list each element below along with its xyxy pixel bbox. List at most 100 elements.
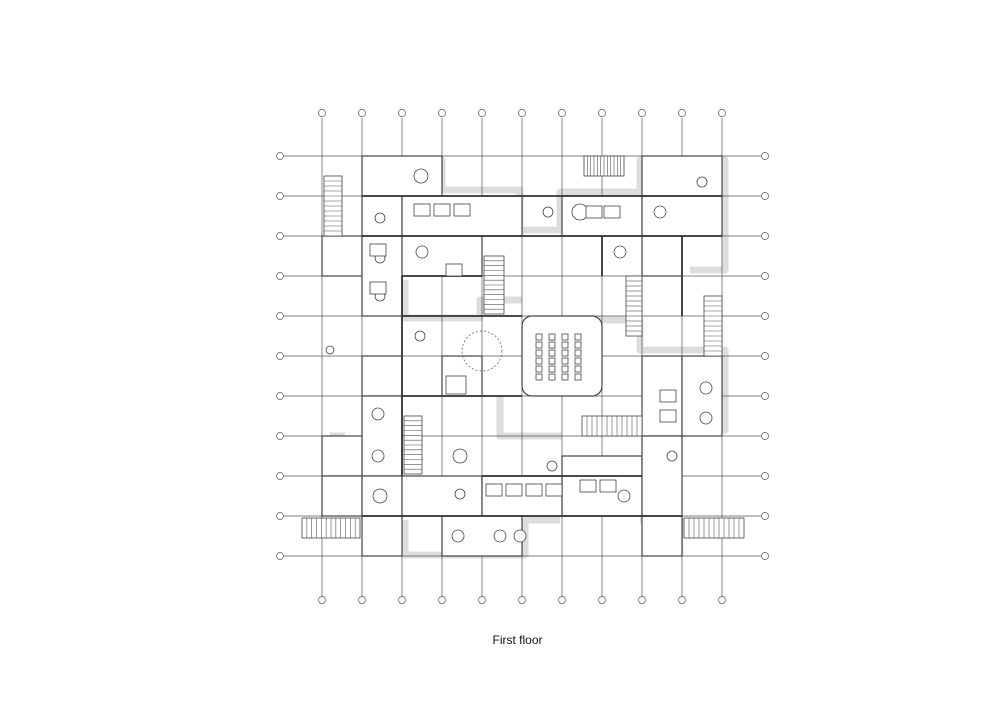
- auditorium-seat: [561, 365, 569, 373]
- desk: [505, 483, 523, 497]
- auditorium-seat: [535, 349, 543, 357]
- grid-marker: [761, 432, 769, 440]
- round-table: [617, 489, 631, 503]
- round-table: [699, 411, 713, 425]
- auditorium-seat: [548, 349, 556, 357]
- desk: [445, 263, 463, 277]
- staircase: [683, 517, 745, 539]
- grid-marker: [761, 192, 769, 200]
- grid-marker: [761, 152, 769, 160]
- grid-marker: [276, 432, 284, 440]
- auditorium-seat: [574, 373, 582, 381]
- staircase: [301, 517, 361, 539]
- desk: [659, 389, 677, 403]
- auditorium-seat: [574, 341, 582, 349]
- desk: [433, 203, 451, 217]
- round-table: [542, 206, 554, 218]
- grid-marker: [478, 596, 486, 604]
- grid-marker: [276, 552, 284, 560]
- grid-marker: [761, 512, 769, 520]
- grid-marker: [638, 596, 646, 604]
- grid-marker: [318, 596, 326, 604]
- auditorium-seat: [561, 349, 569, 357]
- desk: [369, 281, 387, 295]
- auditorium-seat: [574, 333, 582, 341]
- grid-marker: [398, 109, 406, 117]
- round-table: [452, 448, 468, 464]
- auditorium-seat: [535, 333, 543, 341]
- square-table: [445, 375, 467, 395]
- round-table: [493, 529, 507, 543]
- desk: [413, 203, 431, 217]
- round-table: [451, 529, 465, 543]
- grid-marker: [276, 512, 284, 520]
- desk: [659, 409, 677, 423]
- staircase: [625, 275, 643, 337]
- desk: [525, 483, 543, 497]
- staircase: [703, 295, 723, 357]
- grid-marker: [761, 392, 769, 400]
- round-table: [613, 245, 627, 259]
- auditorium-seat: [548, 365, 556, 373]
- auditorium-seat: [548, 333, 556, 341]
- grid-marker: [518, 596, 526, 604]
- grid-marker: [276, 272, 284, 280]
- grid-marker: [558, 109, 566, 117]
- auditorium-seat: [561, 373, 569, 381]
- grid-marker: [358, 109, 366, 117]
- auditorium-seat: [535, 365, 543, 373]
- round-table: [666, 450, 678, 462]
- grid-marker: [276, 312, 284, 320]
- auditorium-seat: [535, 341, 543, 349]
- furniture: [325, 168, 713, 543]
- staircase: [581, 415, 643, 437]
- grid-marker: [678, 109, 686, 117]
- grid-marker: [276, 472, 284, 480]
- desk: [585, 205, 603, 219]
- round-table: [454, 488, 466, 500]
- desk: [579, 479, 597, 493]
- grid-marker: [598, 109, 606, 117]
- floor-plan-caption: First floor: [492, 633, 543, 647]
- round-table: [371, 407, 385, 421]
- desk: [545, 483, 563, 497]
- round-table: [374, 212, 386, 224]
- grid-marker: [718, 596, 726, 604]
- grid-marker: [761, 232, 769, 240]
- round-table: [571, 203, 589, 221]
- desk: [485, 483, 503, 497]
- grid-marker: [678, 596, 686, 604]
- auditorium-seat: [561, 333, 569, 341]
- grid-marker: [761, 552, 769, 560]
- grid-marker: [761, 352, 769, 360]
- round-table: [699, 381, 713, 395]
- staircase: [323, 175, 343, 237]
- desk: [369, 243, 387, 257]
- round-table: [413, 168, 429, 184]
- auditorium-seat: [574, 349, 582, 357]
- auditorium-seat: [548, 357, 556, 365]
- grid-marker: [638, 109, 646, 117]
- grid-marker: [358, 596, 366, 604]
- auditorium-seat: [561, 341, 569, 349]
- round-table: [372, 488, 388, 504]
- grid-marker: [558, 596, 566, 604]
- grid-marker: [276, 192, 284, 200]
- grid-marker: [518, 109, 526, 117]
- grid-marker: [761, 312, 769, 320]
- round-table: [513, 529, 527, 543]
- planter-circle: [461, 330, 503, 372]
- grid-marker: [438, 596, 446, 604]
- grid-marker: [276, 392, 284, 400]
- grid-marker: [478, 109, 486, 117]
- auditorium-seat: [574, 365, 582, 373]
- round-table: [325, 345, 335, 355]
- grid-marker: [438, 109, 446, 117]
- staircase: [483, 255, 505, 315]
- grid-marker: [761, 472, 769, 480]
- grid-marker: [761, 272, 769, 280]
- grid-marker: [276, 152, 284, 160]
- desk: [603, 205, 621, 219]
- grid-marker: [276, 352, 284, 360]
